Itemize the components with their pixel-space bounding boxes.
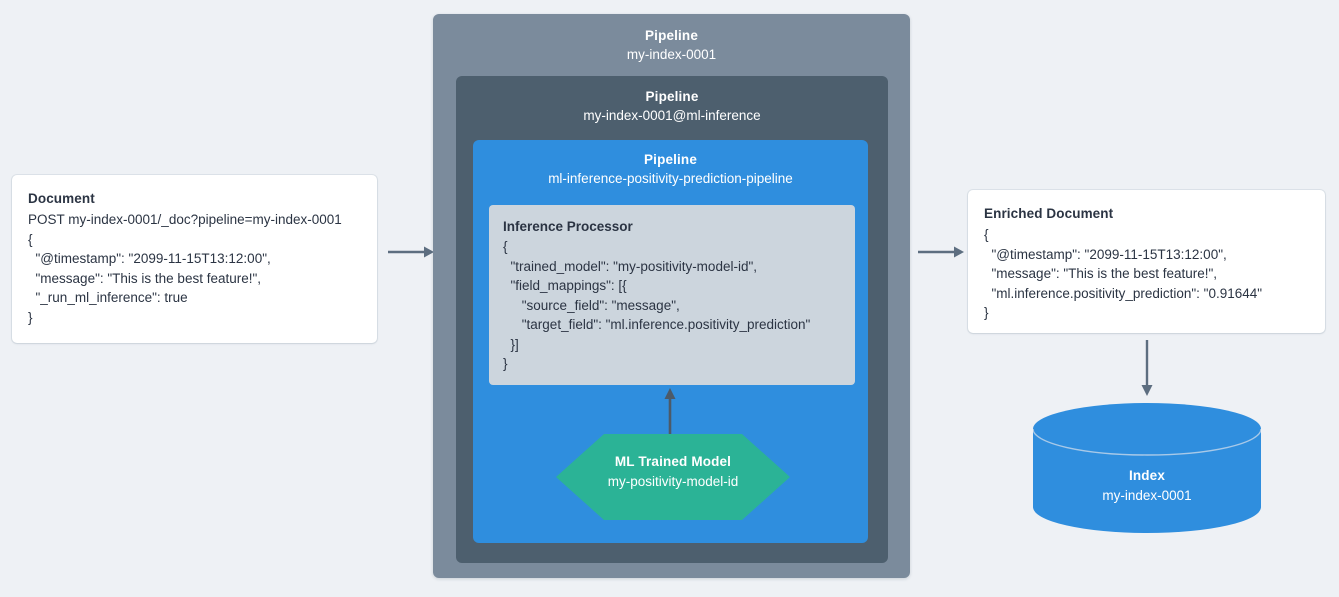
inference-processor-title: Inference Processor xyxy=(503,219,633,234)
cylinder-shape xyxy=(1032,403,1262,533)
arrow-model-to-processor xyxy=(663,388,677,436)
ml-trained-model-hexagon: ML Trained Model my-positivity-model-id xyxy=(556,434,790,520)
inference-processor-line-4: "target_field": "ml.inference.positivity… xyxy=(503,317,811,332)
inference-processor-line-0: { xyxy=(503,239,508,254)
index-cylinder: Index my-index-0001 xyxy=(1032,403,1262,533)
enriched-document-card-title: Enriched Document xyxy=(984,206,1114,221)
arrow-enriched-to-index xyxy=(1140,340,1154,396)
inference-processor-line-6: } xyxy=(503,356,508,371)
enriched-document-card-line-4: } xyxy=(984,305,989,320)
inference-processor-line-1: "trained_model": "my-positivity-model-id… xyxy=(503,258,758,274)
pipeline-middle-kind: Pipeline xyxy=(645,89,699,104)
enriched-document-card-line-2: "message": "This is the best feature!", xyxy=(984,266,1218,281)
inference-processor-line-3: "source_field": "message", xyxy=(503,297,680,313)
arrow-document-to-pipeline xyxy=(388,245,434,259)
document-card: Document POST my-index-0001/_doc?pipelin… xyxy=(12,175,377,343)
enriched-document-card-line-0: { xyxy=(984,227,989,242)
document-card-title: Document xyxy=(28,191,95,206)
document-card-line-5: } xyxy=(28,309,33,325)
pipeline-outer-kind: Pipeline xyxy=(645,28,698,43)
enriched-document-card: Enriched Document { "@timestamp": "2099-… xyxy=(968,190,1325,333)
enriched-document-card-line-3: "ml.inference.positivity_prediction": "0… xyxy=(984,285,1263,301)
pipeline-outer-name: my-index-0001 xyxy=(626,47,717,62)
document-card-line-4: "_run_ml_inference": true xyxy=(28,290,188,305)
pipeline-inner-name: ml-inference-positivity-prediction-pipel… xyxy=(548,171,793,186)
inference-processor-box: Inference Processor { "trained_model": "… xyxy=(489,205,855,385)
pipeline-inner-header: Pipeline ml-inference-positivity-predict… xyxy=(473,140,868,189)
inference-processor-line-2: "field_mappings": [{ xyxy=(503,278,627,293)
pipeline-inner-kind: Pipeline xyxy=(644,152,697,167)
enriched-document-card-line-1: "@timestamp": "2099-11-15T13:12:00", xyxy=(984,246,1227,262)
document-card-line-2: "@timestamp": "2099-11-15T13:12:00", xyxy=(28,251,271,266)
document-card-line-0: POST my-index-0001/_doc?pipeline=my-inde… xyxy=(28,212,342,227)
inference-processor-line-5: }] xyxy=(503,336,519,352)
document-card-line-3: "message": "This is the best feature!", xyxy=(28,270,262,286)
document-card-line-1: { xyxy=(28,231,33,247)
arrow-pipeline-to-enriched xyxy=(918,245,964,259)
pipeline-middle-header: Pipeline my-index-0001@ml-inference xyxy=(456,76,888,126)
pipeline-middle-name: my-index-0001@ml-inference xyxy=(583,108,761,123)
pipeline-outer-header: Pipeline my-index-0001 xyxy=(433,14,910,65)
hexagon-shape xyxy=(556,434,790,520)
